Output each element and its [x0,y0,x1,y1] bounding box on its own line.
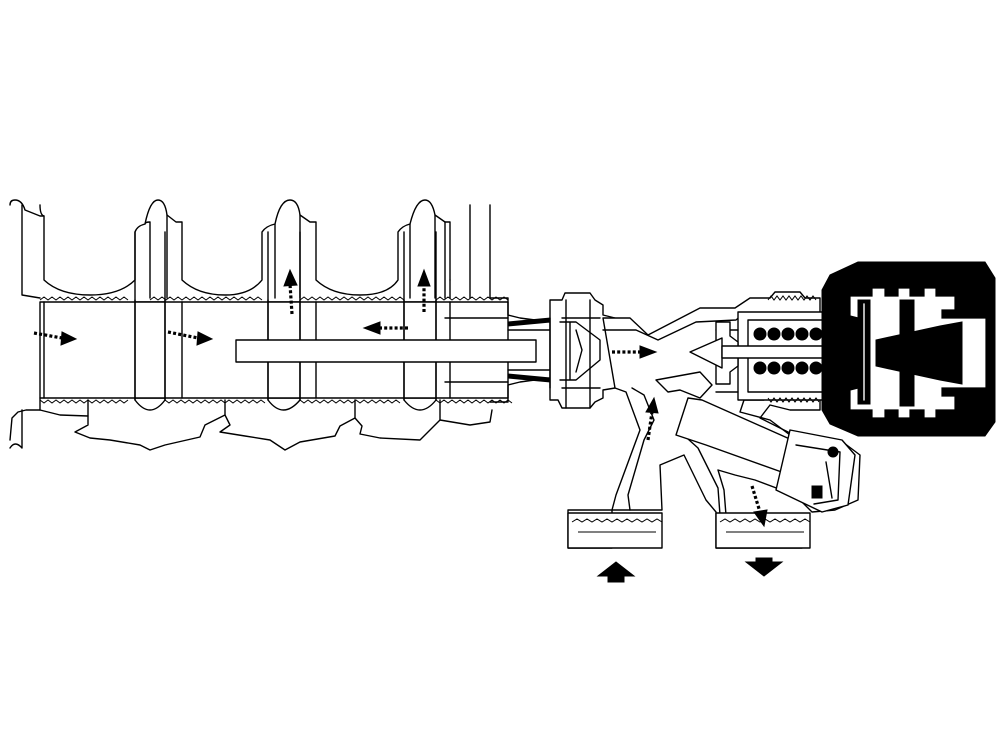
head-rib-top [899,299,915,337]
radiator-bottom-inner [9,397,441,449]
bypass-cap-detail [795,444,841,505]
dashed-arrow-icon [283,268,298,315]
riser-opening-1 [134,301,166,399]
bypass-cap [775,429,856,513]
radiator-top-profile [9,199,451,296]
radiator [9,199,551,451]
bypass-seal [811,485,823,499]
dashed-arrow-icon [362,321,408,335]
dashed-arrow-icon [33,331,78,346]
outlet-arrow-down-icon [744,557,784,577]
head-rib-bottom [899,369,915,407]
union-nut-detail [549,299,601,409]
head-plunger [875,321,963,385]
inlet-arrow-up-icon [596,561,636,583]
inlet-port [567,512,663,549]
pipe-thread-top [39,296,509,301]
dashed-arrow-icon [167,330,214,346]
insert-cone [559,321,601,381]
inlet-port-thread [571,518,663,533]
bypass-ball [827,446,839,458]
radiator-bottom-profile [9,409,493,451]
flow-arrows [33,268,768,528]
connector-nipple [444,297,551,403]
dashed-arrow-icon [417,268,431,312]
thermostatic-head [821,261,996,437]
pipe-thread-bottom [39,399,513,404]
dashed-arrow-icon [612,345,658,359]
flow-lance [235,339,537,363]
dashed-arrow-icon [750,485,768,528]
insert-thread [767,295,820,403]
dashed-arrow-icon [645,396,659,441]
